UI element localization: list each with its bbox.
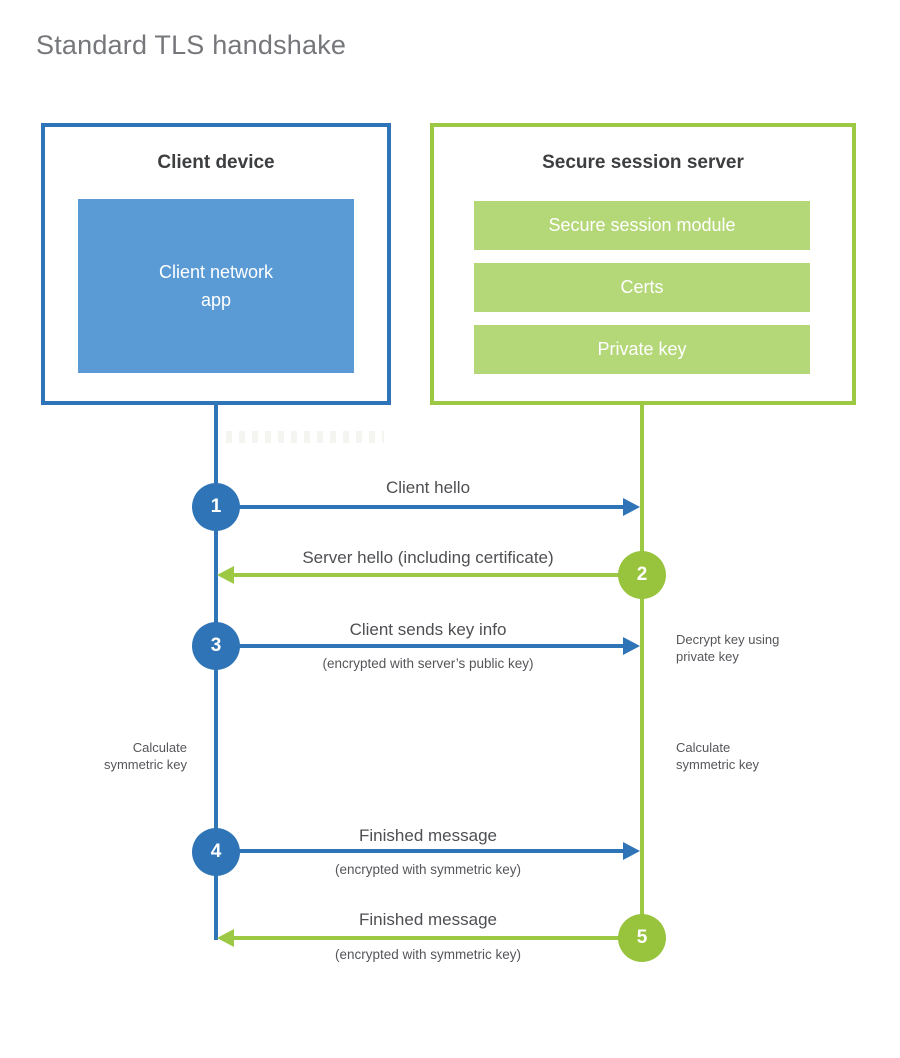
message-label-finished-client: Finished message [359, 826, 497, 845]
arrowhead-left-icon [217, 566, 234, 584]
message-label-finished-server: Finished message [359, 910, 497, 929]
message-sub-finished-server: (encrypted with symmetric key) [334, 947, 522, 962]
client-device-title: Client device [157, 152, 275, 173]
page-title: Standard TLS handshake [36, 30, 347, 60]
step-circle-4: 4 [192, 828, 240, 876]
step-circle-2: 2 [618, 551, 666, 599]
arrow-client-hello [216, 505, 624, 509]
arrowhead-left-icon [217, 929, 234, 947]
client-device-box: Client device Client network app [41, 123, 391, 405]
client-network-app-box: Client network app [78, 199, 354, 373]
arrowhead-right-icon [623, 498, 640, 516]
calc-symmetric-key-note-server: Calculate symmetric key [676, 740, 760, 772]
message-sub-key-info: (encrypted with server’s public key) [322, 656, 534, 671]
server-module-secure-session: Secure session module [474, 201, 810, 250]
faint-artifact [226, 431, 384, 443]
server-title: Secure session server [542, 152, 744, 173]
server-lifeline [640, 405, 644, 938]
message-label-server-hello: Server hello (including certificate) [302, 548, 554, 567]
step-circle-5: 5 [618, 914, 666, 962]
arrowhead-right-icon [623, 842, 640, 860]
server-module-private-key: Private key [474, 325, 810, 374]
arrow-finished-client [216, 849, 624, 853]
secure-session-server-box: Secure session server Secure session mod… [430, 123, 856, 405]
message-label-client-hello: Client hello [385, 478, 471, 497]
calc-symmetric-key-note-client: Calculate symmetric key [103, 740, 187, 772]
arrow-server-hello [234, 573, 642, 577]
message-label-key-info: Client sends key info [349, 620, 507, 639]
step-circle-1: 1 [192, 483, 240, 531]
message-sub-finished-client: (encrypted with symmetric key) [334, 862, 522, 877]
client-lifeline [214, 405, 218, 940]
decrypt-key-note: Decrypt key using private key [676, 632, 780, 664]
arrow-key-info [216, 644, 624, 648]
arrow-finished-server [234, 936, 642, 940]
arrowhead-right-icon [623, 637, 640, 655]
server-module-certs: Certs [474, 263, 810, 312]
step-circle-3: 3 [192, 622, 240, 670]
